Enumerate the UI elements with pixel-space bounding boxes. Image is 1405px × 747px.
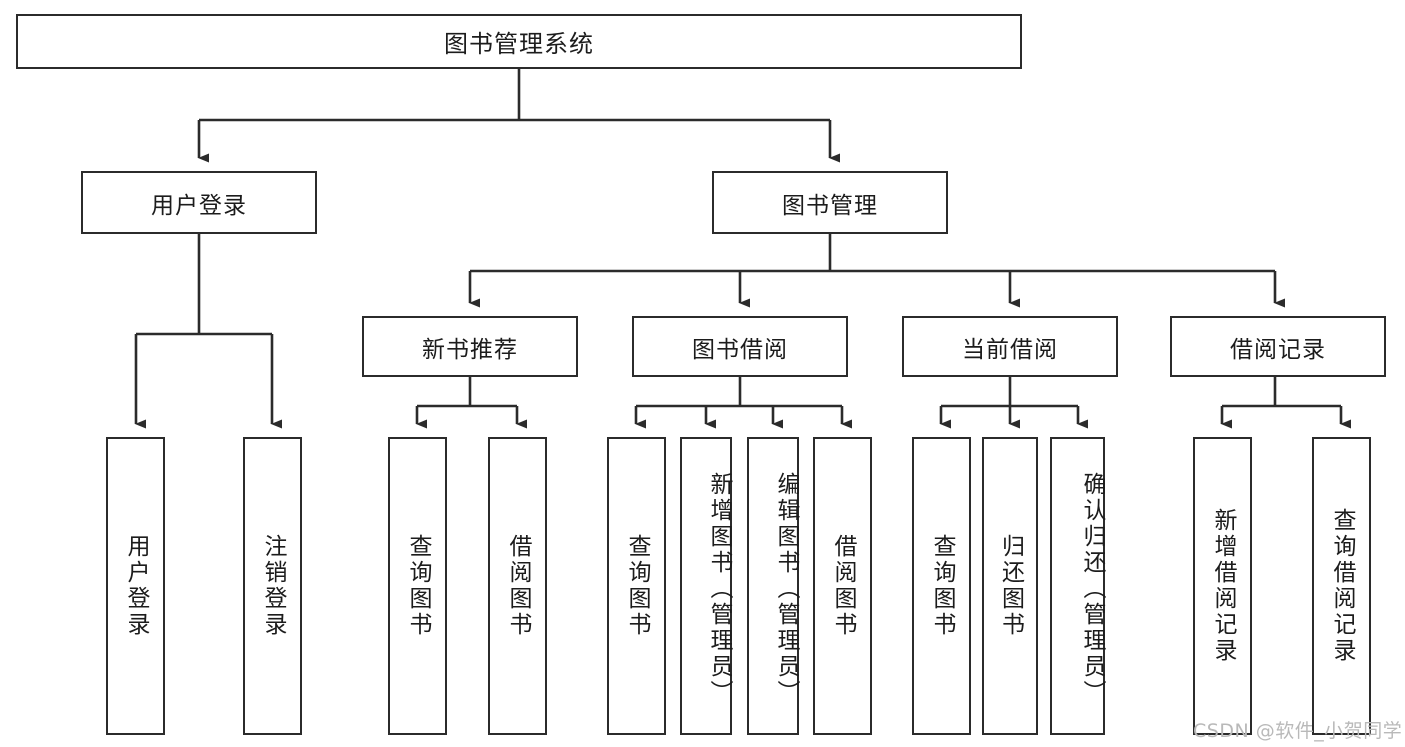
leaf-records-add-record[interactable]: 新增借阅记录 bbox=[1193, 437, 1252, 735]
node-borrow-records[interactable]: 借阅记录 bbox=[1170, 316, 1386, 377]
node-new-book-recommend[interactable]: 新书推荐 bbox=[362, 316, 578, 377]
leaf-new-book-borrow[interactable]: 借阅图书 bbox=[488, 437, 547, 735]
leaf-current-return-book[interactable]: 归还图书 bbox=[982, 437, 1038, 735]
leaf-records-query-record[interactable]: 查询借阅记录 bbox=[1312, 437, 1371, 735]
leaf-borrow-edit-book-admin[interactable]: 编辑图书（管理员） bbox=[747, 437, 799, 735]
leaf-current-confirm-return-admin[interactable]: 确认归还（管理员） bbox=[1050, 437, 1105, 735]
node-book-borrow[interactable]: 图书借阅 bbox=[632, 316, 848, 377]
leaf-user-login-signin[interactable]: 用户登录 bbox=[106, 437, 165, 735]
leaf-new-book-query[interactable]: 查询图书 bbox=[388, 437, 447, 735]
leaf-borrow-query-book[interactable]: 查询图书 bbox=[607, 437, 666, 735]
node-book-management[interactable]: 图书管理 bbox=[712, 171, 948, 234]
leaf-user-login-signout[interactable]: 注销登录 bbox=[243, 437, 302, 735]
node-root[interactable]: 图书管理系统 bbox=[16, 14, 1022, 69]
leaf-current-query-book[interactable]: 查询图书 bbox=[912, 437, 971, 735]
node-current-borrow[interactable]: 当前借阅 bbox=[902, 316, 1118, 377]
leaf-borrow-add-book-admin[interactable]: 新增图书（管理员） bbox=[680, 437, 732, 735]
watermark-text: CSDN @软件_小贺同学 bbox=[1193, 720, 1403, 742]
node-user-login[interactable]: 用户登录 bbox=[81, 171, 317, 234]
leaf-borrow-borrow-book[interactable]: 借阅图书 bbox=[813, 437, 872, 735]
